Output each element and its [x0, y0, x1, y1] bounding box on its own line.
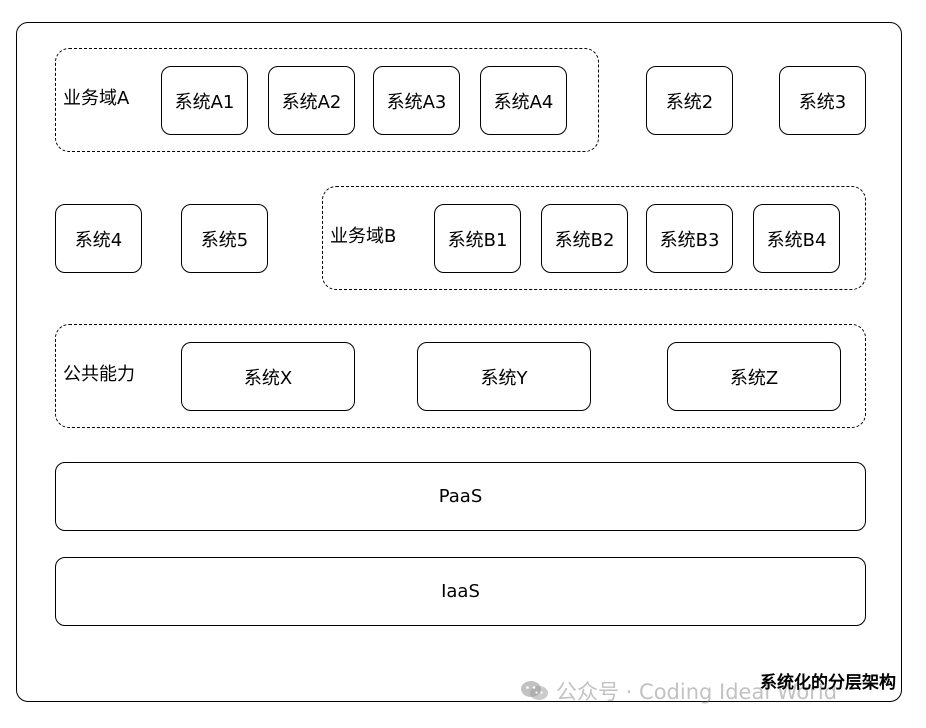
- watermark: 公众号 · Coding Ideal World: [520, 676, 837, 706]
- public-capability-group: [55, 324, 866, 428]
- system-b1-box: 系统B1: [434, 204, 521, 273]
- wechat-icon: [520, 679, 550, 703]
- paas-layer: PaaS: [55, 462, 866, 531]
- system-a3-box: 系统A3: [373, 66, 460, 135]
- domain-a-group: [55, 48, 599, 152]
- domain-b-label: 业务域B: [330, 226, 397, 247]
- system-b2-box: 系统B2: [541, 204, 628, 273]
- diagram-title: 系统化的分层架构: [760, 673, 896, 693]
- system-3-box: 系统3: [779, 66, 866, 135]
- system-y-box: 系统Y: [417, 342, 591, 411]
- system-b3-box: 系统B3: [646, 204, 733, 273]
- system-z-box: 系统Z: [667, 342, 841, 411]
- system-a1-box: 系统A1: [161, 66, 248, 135]
- system-b4-box: 系统B4: [753, 204, 840, 273]
- system-a4-box: 系统A4: [480, 66, 567, 135]
- system-a2-box: 系统A2: [268, 66, 355, 135]
- system-5-box: 系统5: [181, 204, 268, 273]
- system-x-box: 系统X: [181, 342, 355, 411]
- domain-a-label: 业务域A: [63, 88, 130, 109]
- system-4-box: 系统4: [55, 204, 142, 273]
- public-capability-label: 公共能力: [63, 364, 135, 385]
- domain-b-group: [322, 186, 866, 290]
- architecture-frame: [16, 22, 902, 702]
- watermark-text: 公众号 · Coding Ideal World: [556, 680, 838, 704]
- iaas-layer: IaaS: [55, 557, 866, 626]
- system-2-box: 系统2: [646, 66, 733, 135]
